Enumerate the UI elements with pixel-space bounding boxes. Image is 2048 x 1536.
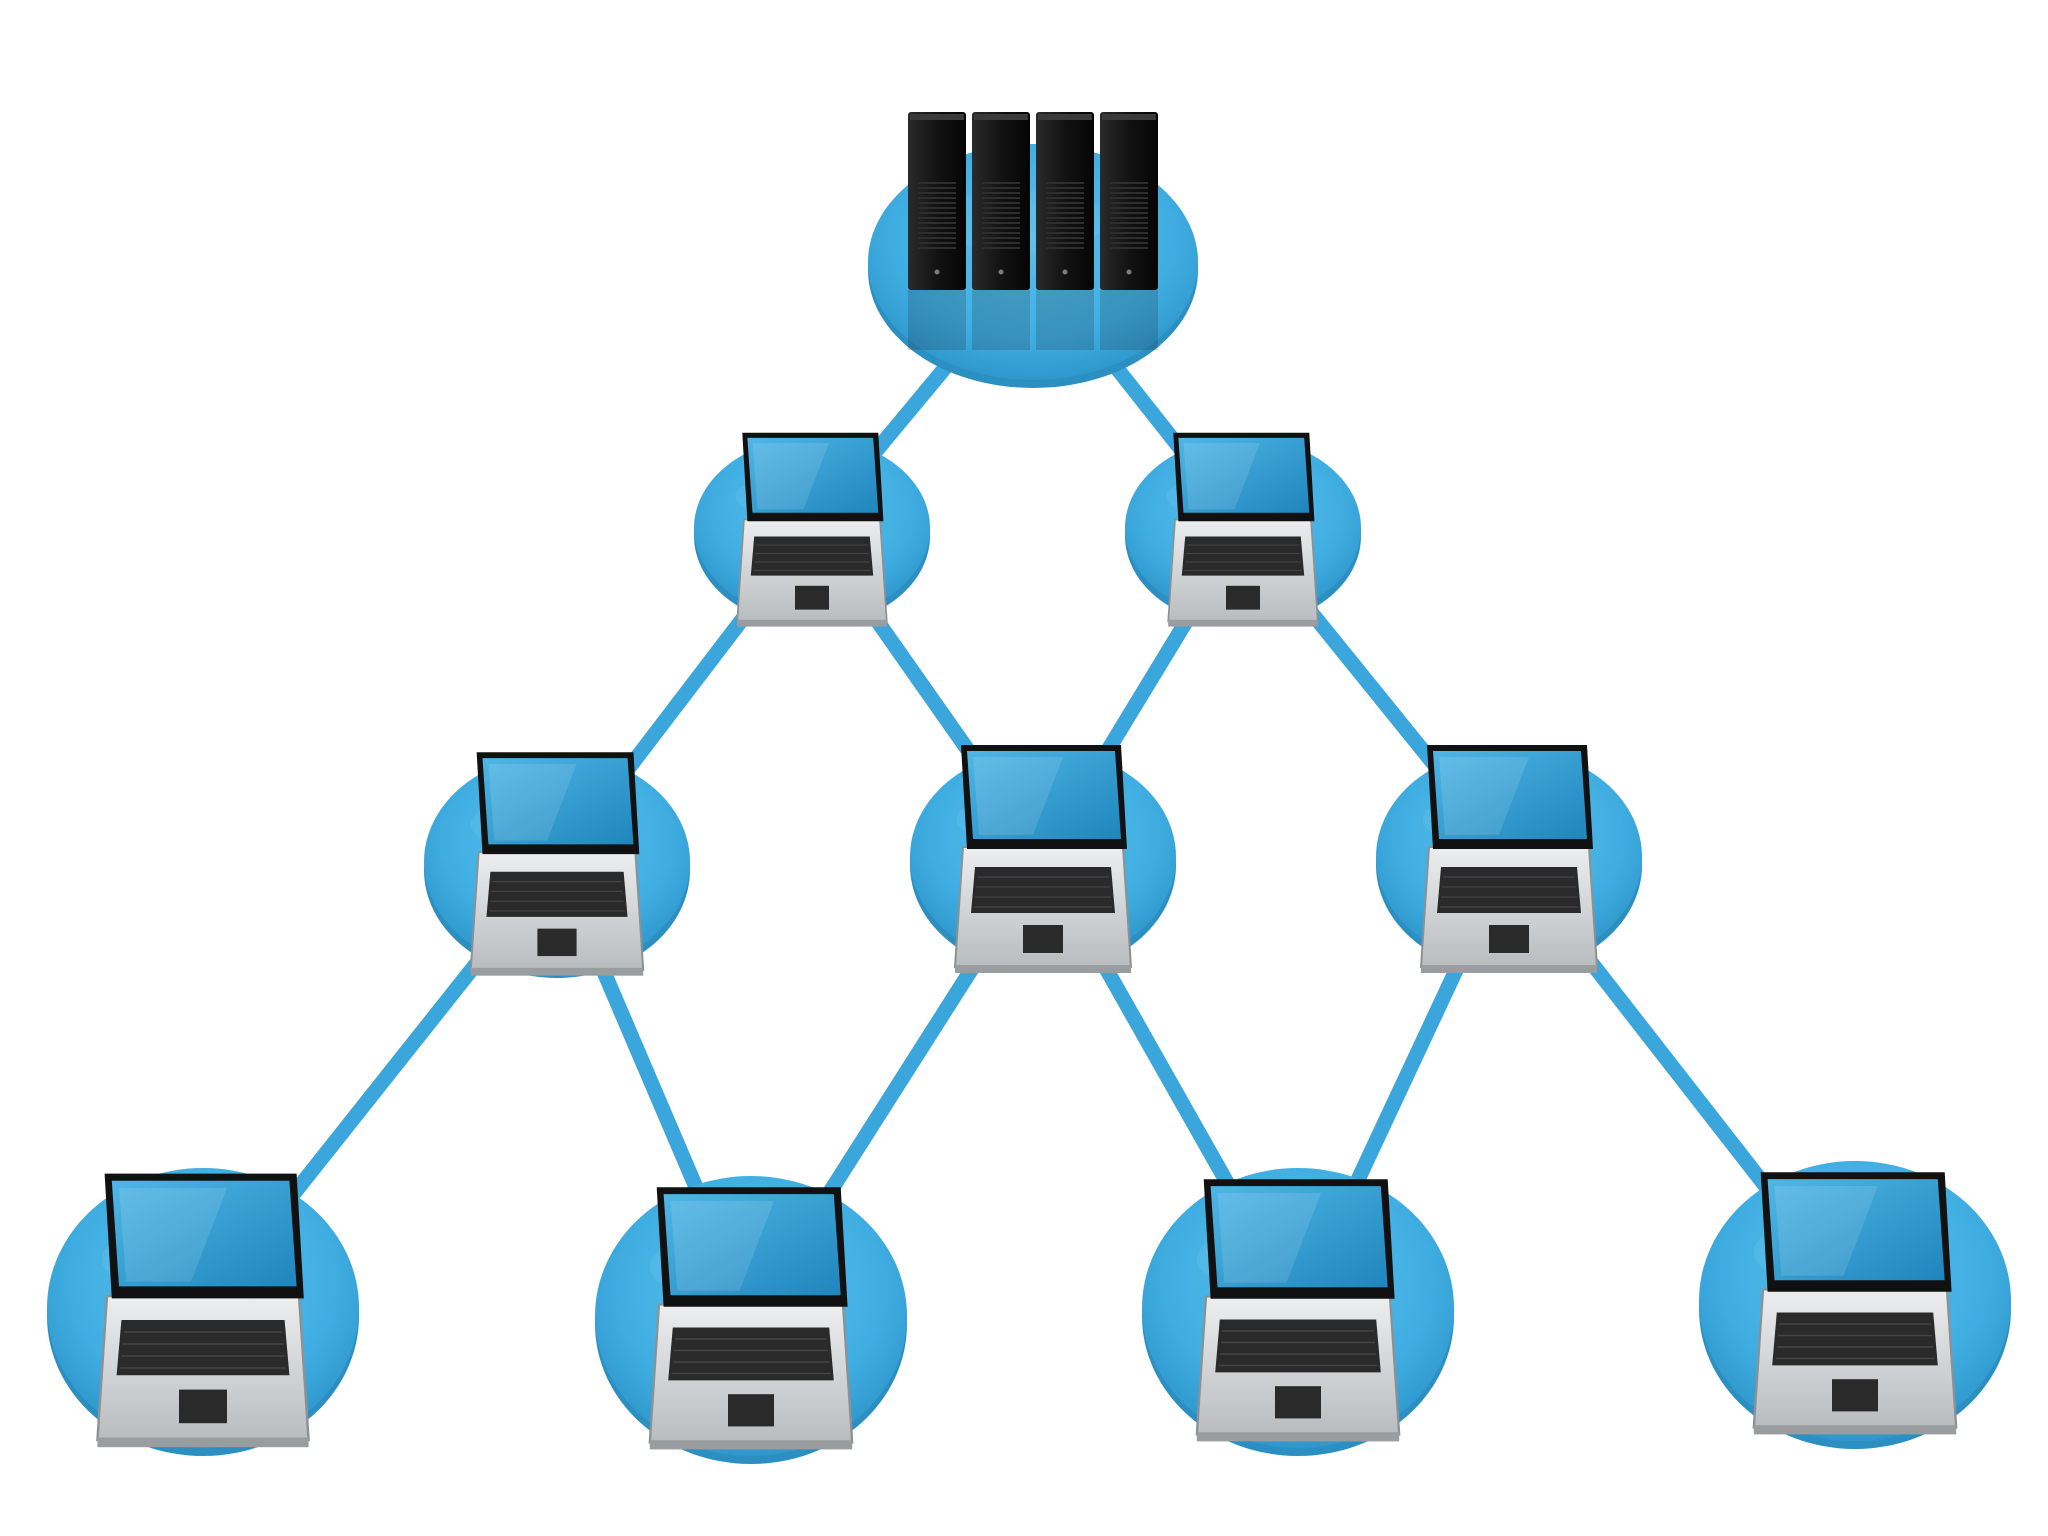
laptop-icon [1419,745,1599,973]
network-nodes [47,112,2011,1464]
laptop-node [1142,1168,1454,1456]
touchpad [1275,1386,1321,1419]
laptop-icon [1752,1172,1958,1435]
laptop-node [1376,745,1642,973]
server-unit [1100,112,1158,350]
laptop-screen [1210,1186,1388,1288]
server-unit [972,112,1030,350]
keyboard [668,1327,834,1381]
server-rack-node [868,112,1198,388]
laptop-screen [1433,751,1587,839]
touchpad [795,585,829,610]
laptop-screen [482,758,634,845]
laptop-icon [1195,1179,1401,1442]
laptop-node [1125,432,1361,627]
laptop-icon [96,1173,310,1448]
laptop-node [47,1168,359,1456]
laptop-screen [1767,1179,1945,1281]
server-rack-icon [908,112,1158,350]
laptop-icon [1167,432,1319,627]
laptop-node [424,752,690,978]
laptop-screen [111,1180,297,1287]
laptop-screen [967,751,1121,839]
server-unit [1036,112,1094,350]
keyboard [971,867,1115,913]
touchpad [179,1389,227,1424]
touchpad [1832,1379,1878,1412]
touchpad [537,928,577,957]
laptop-screen [747,437,879,513]
keyboard [1215,1319,1381,1373]
keyboard [116,1320,290,1376]
laptop-screen [1178,437,1310,513]
laptop-icon [648,1187,854,1450]
laptop-icon [953,745,1133,973]
laptop-node [1699,1161,2011,1449]
laptop-screen [663,1194,841,1296]
keyboard [1772,1312,1938,1366]
touchpad [1489,925,1529,953]
keyboard [1181,536,1305,576]
keyboard [1437,867,1581,913]
server-unit [908,112,966,350]
touchpad [1226,585,1260,610]
laptop-node [694,432,930,627]
keyboard [486,871,628,917]
laptop-node [910,745,1176,973]
laptop-node [595,1176,907,1464]
laptop-icon [736,432,888,627]
touchpad [1023,925,1063,953]
laptop-icon [469,752,645,976]
keyboard [750,536,874,576]
touchpad [728,1394,774,1427]
